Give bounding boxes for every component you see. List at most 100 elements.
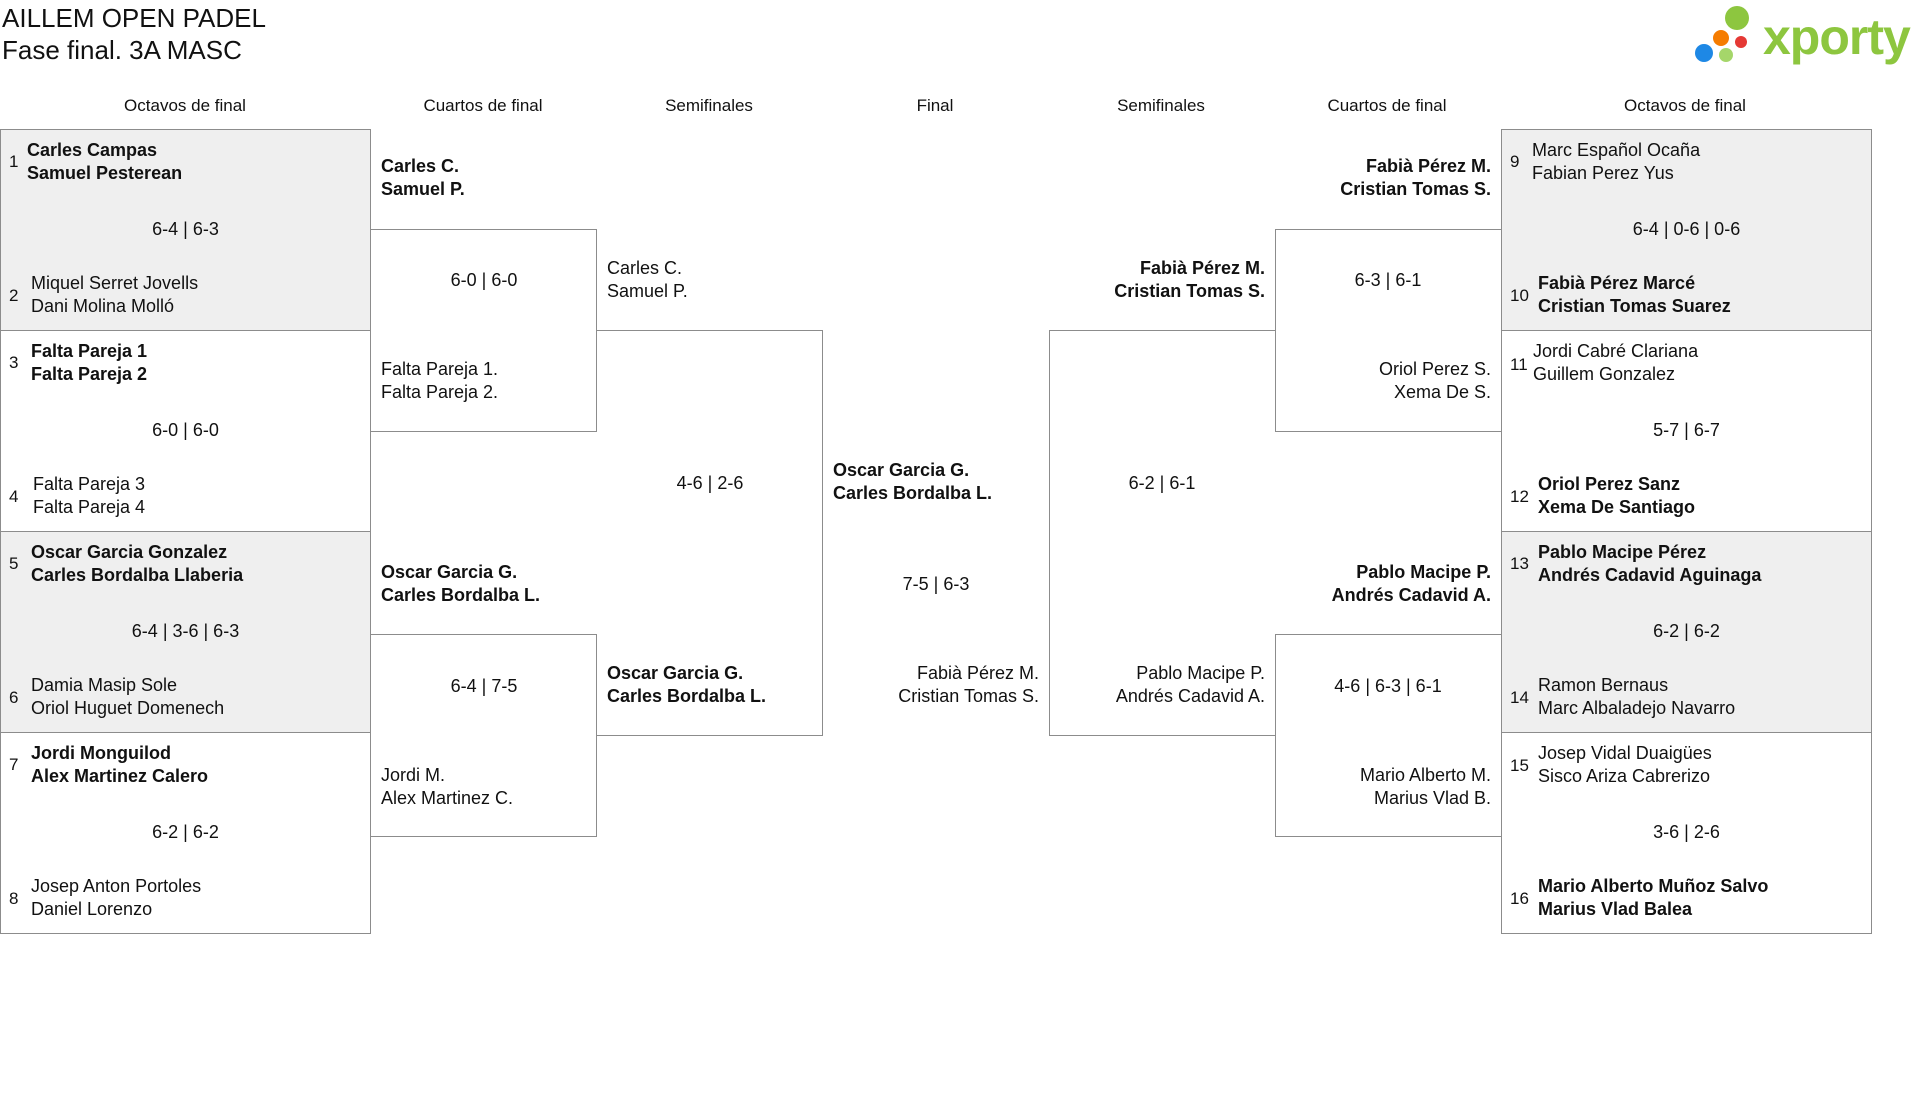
team-name: Carles C. [381, 156, 460, 176]
cuartos-right-bracket-2 [1275, 634, 1501, 837]
team-name: Falta Pareja 1. [381, 359, 499, 379]
team-name: Carles Bordalba L. [607, 686, 767, 706]
match-score: 6-4 | 6-3 [152, 219, 219, 239]
match-score: 4-6 | 6-3 | 6-1 [1334, 676, 1442, 696]
team-name: Cristian Tomas S. [1340, 179, 1491, 199]
cuartos-left-bracket-1 [371, 229, 597, 432]
match-score: 4-6 | 2-6 [676, 473, 744, 493]
semis-right-bracket [1049, 330, 1275, 736]
team-name: Marius Vlad B. [1373, 788, 1491, 808]
seed-box-15-16 [1501, 732, 1872, 934]
match-score: 6-2 | 6-1 [1128, 473, 1196, 493]
seed-number: 11 [1510, 355, 1528, 374]
team-name: Andrés Cadavid A. [1115, 686, 1265, 706]
cuartos-right-bracket-1 [1275, 229, 1501, 432]
seed-number: 5 [9, 554, 19, 573]
seed-number: 1 [9, 152, 19, 171]
team-name: Samuel Pesterean [27, 163, 183, 183]
seed-box-5-6 [0, 531, 371, 733]
seed-number: 16 [1510, 889, 1529, 908]
team-name: Samuel P. [381, 179, 465, 199]
team-name: Damia Masip Sole [31, 675, 178, 695]
team-name: Carles Bordalba L. [833, 483, 993, 503]
team-name: Samuel P. [607, 281, 688, 301]
team-name: Cristian Tomas S. [1114, 281, 1265, 301]
team-name: Pablo Macipe P. [1356, 562, 1491, 582]
team-name: Carles Bordalba Llaberia [31, 565, 244, 585]
team-name: Jordi Monguilod [31, 743, 171, 763]
match-score: 6-0 | 6-0 [152, 420, 219, 440]
team-name: Fabià Pérez Marcé [1538, 273, 1696, 293]
seed-box-1-2 [0, 129, 371, 331]
team-name: Cristian Tomas Suarez [1538, 296, 1731, 316]
team-name: Carles C. [607, 258, 683, 278]
match-score: 6-4 | 3-6 | 6-3 [131, 621, 240, 641]
team-name: Fabià Pérez M. [916, 663, 1039, 683]
team-name: Andrés Cadavid Aguinaga [1538, 565, 1762, 585]
header-cuartos-left: Cuartos de final [423, 96, 543, 115]
header-semis-right: Semifinales [1117, 96, 1205, 115]
seed-number: 6 [9, 688, 19, 707]
team-name: Falta Pareja 2 [31, 364, 148, 384]
team-name: Oriol Perez S. [1378, 359, 1491, 379]
team-name: Carles Campas [27, 140, 158, 160]
seed-number: 15 [1510, 756, 1529, 775]
logo-wordmark: xporty [1763, 9, 1911, 65]
team-name: Falta Pareja 2. [381, 382, 499, 402]
logo-dot-blue-icon [1695, 44, 1713, 62]
match-score: 6-2 | 6-2 [1653, 621, 1720, 641]
header-octavos-left: Octavos de final [124, 96, 246, 115]
team-name: Oscar Garcia G. [381, 562, 518, 582]
team-name: Oriol Perez Sanz [1538, 474, 1681, 494]
match-score: 6-4 | 0-6 | 0-6 [1632, 219, 1741, 239]
team-name: Fabian Perez Yus [1532, 163, 1674, 183]
team-name: Mario Alberto Muñoz Salvo [1538, 876, 1769, 896]
team-name: Oscar Garcia Gonzalez [31, 542, 228, 562]
team-name: Carles Bordalba L. [381, 585, 541, 605]
seed-box-13-14 [1501, 531, 1872, 733]
cuartos-left-bracket-2 [371, 634, 597, 837]
seed-number: 3 [9, 353, 19, 372]
team-name: Pablo Macipe P. [1136, 663, 1265, 683]
team-name: Fabià Pérez M. [1139, 258, 1265, 278]
team-name: Fabià Pérez M. [1365, 156, 1491, 176]
logo-dot-green-icon [1725, 6, 1749, 30]
seed-number: 10 [1510, 286, 1529, 305]
logo-dot-orange-icon [1713, 30, 1729, 46]
team-name: Alex Martinez C. [381, 788, 514, 808]
category-subtitle: Fase final. 3A MASC [2, 35, 242, 65]
team-name: Marc Español Ocaña [1532, 140, 1701, 160]
team-name: Xema De S. [1393, 382, 1491, 402]
header-octavos-right: Octavos de final [1624, 96, 1746, 115]
team-name: Marius Vlad Balea [1538, 899, 1693, 919]
seed-number: 14 [1510, 688, 1529, 707]
team-name: Sisco Ariza Cabrerizo [1538, 766, 1711, 786]
header-semis-left: Semifinales [665, 96, 753, 115]
team-name: Falta Pareja 4 [33, 497, 146, 517]
team-name: Daniel Lorenzo [31, 899, 153, 919]
team-name: Dani Molina Molló [31, 296, 175, 316]
match-score: 5-7 | 6-7 [1653, 420, 1720, 440]
logo-dot-red-icon [1735, 36, 1747, 48]
seed-box-7-8 [0, 732, 371, 934]
match-score: 6-0 | 6-0 [450, 270, 518, 290]
team-name: Marc Albaladejo Navarro [1538, 698, 1736, 718]
match-score: 3-6 | 2-6 [1653, 822, 1720, 842]
team-name: Oscar Garcia G. [833, 460, 970, 480]
team-name: Pablo Macipe Pérez [1538, 542, 1707, 562]
semis-left-bracket [597, 330, 823, 736]
team-name: Xema De Santiago [1538, 497, 1696, 517]
header-cuartos-right: Cuartos de final [1327, 96, 1447, 115]
team-name: Falta Pareja 1 [31, 341, 148, 361]
team-name: Josep Anton Portoles [31, 876, 202, 896]
seed-box-9-10 [1501, 129, 1872, 331]
tournament-title: AILLEM OPEN PADEL [2, 3, 266, 33]
seed-number: 2 [9, 286, 19, 305]
team-name: Josep Vidal Duaigües [1538, 743, 1712, 763]
team-name: Oriol Huguet Domenech [31, 698, 225, 718]
team-name: Miquel Serret Jovells [31, 273, 199, 293]
logo-dot-lightgreen-icon [1719, 48, 1733, 62]
match-score: 6-2 | 6-2 [152, 822, 219, 842]
team-name: Andrés Cadavid A. [1331, 585, 1491, 605]
team-name: Mario Alberto M. [1359, 765, 1491, 785]
